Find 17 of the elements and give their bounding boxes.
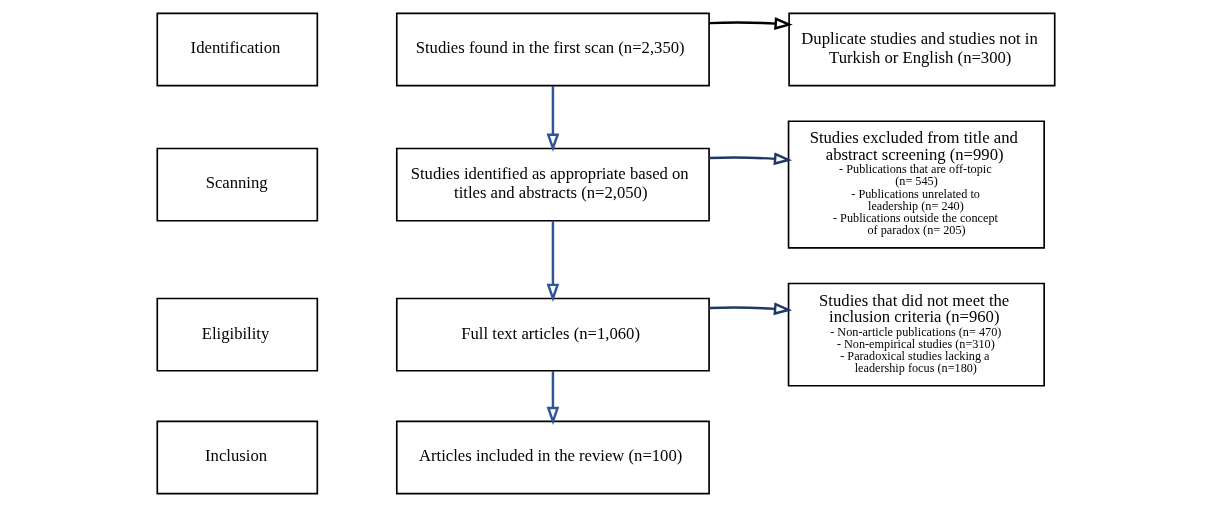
arrow: [708, 151, 792, 165]
arrow: [708, 16, 793, 30]
node-box: Studies excluded from title and abstract screening (n=990) - Publications that are off-topic (n= 545) - Publications unrelated to leadership (n= 240) - Publications outside the concept of paradox (n= 205): [787, 119, 1045, 249]
arrow: [546, 370, 559, 425]
node-box: Duplicate studies and studies not in Turkish or English (n=300): [787, 12, 1056, 86]
node-box: Scanning: [155, 147, 318, 222]
arrow: [546, 85, 559, 152]
arrow: [546, 220, 559, 302]
node-box: Full text articles (n=1,060): [395, 297, 710, 372]
node-box: Inclusion: [155, 420, 318, 494]
node-box: Studies found in the first scan (n=2,350): [395, 12, 710, 86]
node-box: Studies identified as appropriate based on titles and abstracts (n=2,050): [395, 147, 710, 222]
node-box: Eligibility: [155, 297, 318, 372]
node-box: Articles included in the review (n=100): [395, 420, 710, 494]
node-box: Studies that did not meet the inclusion criteria (n=960) - Non-article publications (n= 470) - Non-empirical studies (n=310) - Paradoxical studies lacking a leadership focus (n=180): [787, 282, 1045, 387]
node-box: Identification: [155, 12, 318, 86]
arrow: [708, 301, 792, 315]
